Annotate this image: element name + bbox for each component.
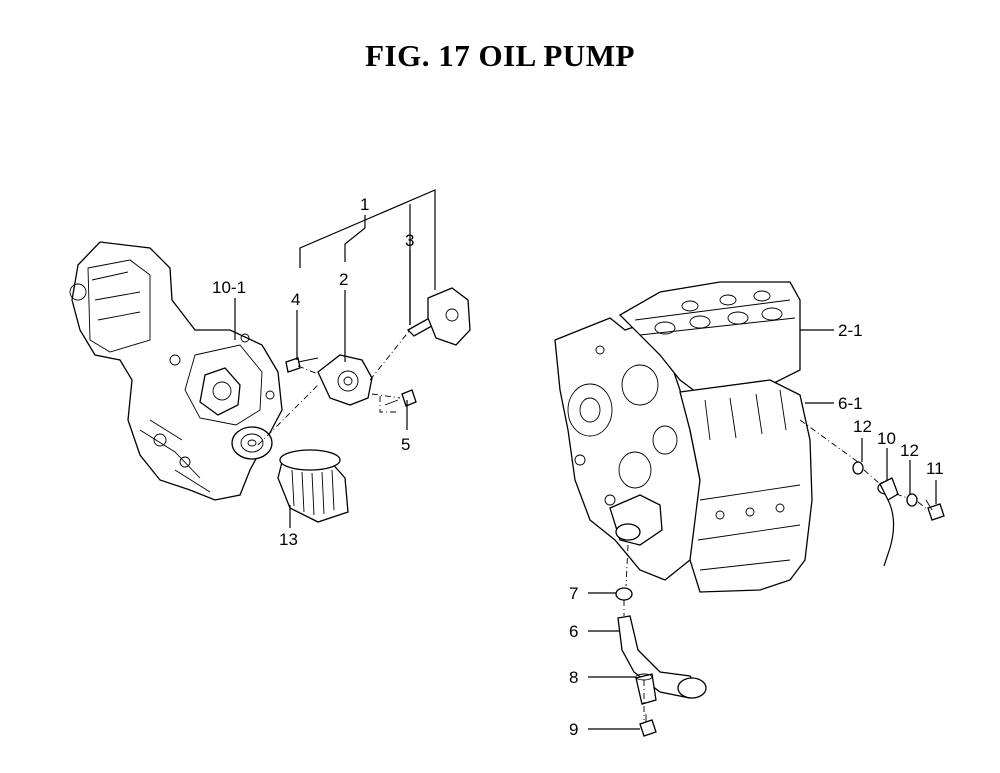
callout-12-right: 12 bbox=[900, 441, 919, 460]
callout-4: 4 bbox=[291, 290, 300, 309]
callout-3: 3 bbox=[405, 231, 414, 250]
bolt-part-9 bbox=[639, 714, 657, 737]
bolt-part-5 bbox=[384, 389, 417, 407]
callout-11: 11 bbox=[926, 459, 944, 478]
callout-2: 2 bbox=[339, 270, 348, 289]
figure-title: FIG. 17 OIL PUMP bbox=[365, 38, 635, 73]
bolt-part-4 bbox=[285, 357, 319, 373]
o-ring-part-7 bbox=[615, 587, 633, 601]
gasket-part-12-right bbox=[906, 493, 918, 507]
gasket-part-12-left bbox=[852, 461, 864, 475]
callout-6: 6 bbox=[569, 622, 578, 641]
callout-10-1: 10-1 bbox=[212, 278, 246, 297]
callout-7: 7 bbox=[569, 584, 578, 603]
bolt-part-11 bbox=[925, 499, 945, 521]
callout-2-1: 2-1 bbox=[838, 321, 863, 340]
callout-5: 5 bbox=[401, 435, 410, 454]
leader-lines bbox=[234, 189, 937, 730]
oil-level-gauge-part-10 bbox=[877, 477, 899, 567]
callout-6-1: 6-1 bbox=[838, 394, 863, 413]
oil-filter bbox=[277, 449, 349, 523]
gear-case-cover-assembly bbox=[69, 241, 283, 501]
pump-housing-part-1-top bbox=[427, 287, 471, 346]
strainer-pipe-part-6 bbox=[617, 615, 707, 699]
strainer-part-8 bbox=[635, 673, 657, 705]
callout-8: 8 bbox=[569, 668, 578, 687]
engine-block-assembly bbox=[554, 281, 813, 593]
callout-12-left: 12 bbox=[853, 417, 872, 436]
callout-1: 1 bbox=[360, 195, 369, 214]
pump-cover-part-2 bbox=[317, 354, 373, 406]
callout-10: 10 bbox=[877, 429, 896, 448]
callout-13: 13 bbox=[279, 530, 298, 549]
callout-9: 9 bbox=[569, 720, 578, 739]
